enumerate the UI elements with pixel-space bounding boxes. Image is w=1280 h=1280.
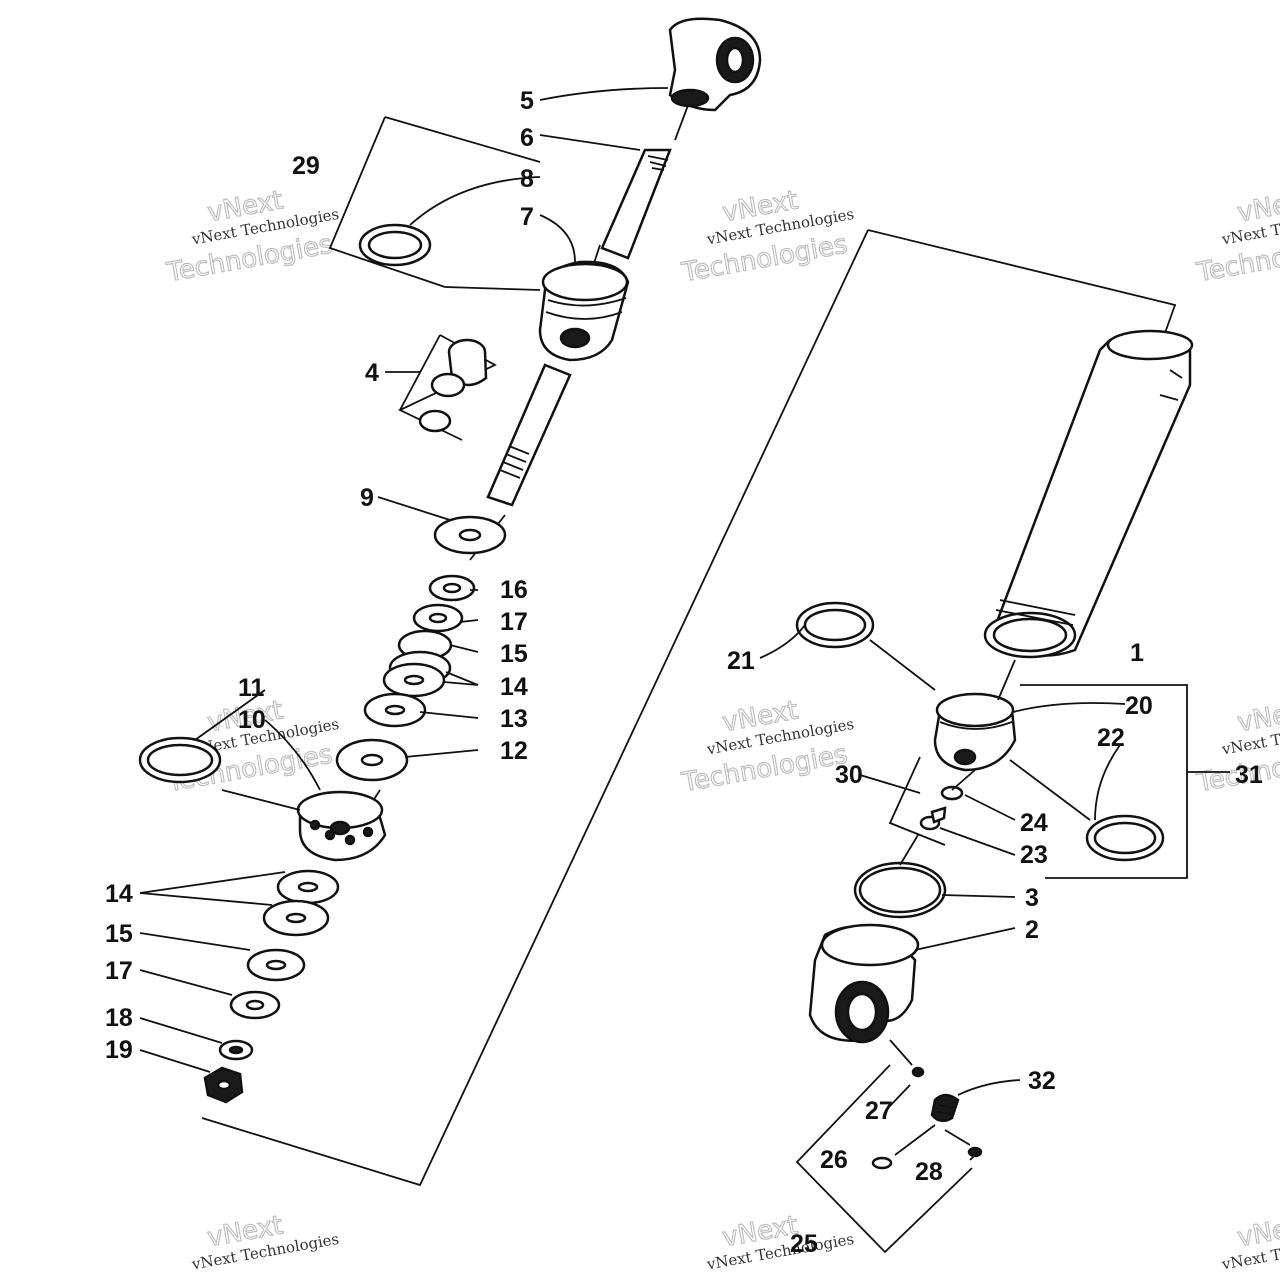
part-22-ring — [1085, 814, 1165, 862]
callout-7: 7 — [520, 203, 534, 231]
part-5-rod-eye — [668, 17, 762, 112]
callout-2: 2 — [1025, 916, 1039, 944]
callout-28: 28 — [915, 1158, 943, 1186]
callout-14-upper: 14 — [500, 673, 528, 701]
bracket-30 — [888, 756, 946, 846]
callout-11: 11 — [238, 674, 265, 702]
callout-9: 9 — [360, 484, 374, 512]
watermark-bottom-right: vNext vNext Technologies — [1220, 1210, 1280, 1274]
bracket-29 — [328, 116, 541, 288]
callout-16: 16 — [500, 576, 528, 604]
callout-32: 32 — [1028, 1067, 1056, 1095]
left-assembly: 5 6 29 8 7 4 9 16 17 15 14 13 12 11 10 1… — [105, 17, 1177, 1187]
part-10-piston — [296, 790, 387, 862]
callout-13: 13 — [500, 705, 528, 733]
callout-20: 20 — [1125, 692, 1153, 720]
callout-5: 5 — [520, 87, 534, 115]
piston-rod — [486, 363, 572, 507]
callout-23: 23 — [1020, 841, 1048, 869]
watermark-bottom-center: vNext vNext Technologies — [705, 1210, 856, 1274]
watermark-mid-right: vNext vNext Technologies Technologies — [1194, 695, 1280, 799]
callout-24: 24 — [1020, 809, 1048, 837]
part-24-washer — [940, 785, 964, 801]
callout-17-upper: 17 — [500, 608, 528, 636]
part-21-ring — [795, 601, 875, 649]
bracket-31 — [1020, 684, 1230, 879]
callout-29: 29 — [292, 152, 320, 180]
assembly-bracket-outline — [201, 229, 1177, 1187]
callout-15-lower: 15 — [105, 920, 133, 948]
callout-17-lower: 17 — [105, 957, 133, 985]
valve-disc-stack-lower — [203, 869, 340, 1104]
part-32-fitting — [930, 1093, 960, 1123]
part-26-clip — [871, 1156, 893, 1170]
callout-27: 27 — [865, 1097, 893, 1125]
callout-15-upper: 15 — [500, 640, 528, 668]
watermark-top-left: vNext vNext Technologies Technologies — [164, 185, 341, 289]
valve-disc-stack-upper — [335, 574, 476, 782]
callout-6: 6 — [520, 124, 534, 152]
part-2-bottom-mount — [808, 923, 920, 1044]
watermark-top-center: vNext vNext Technologies Technologies — [679, 185, 856, 289]
right-assembly: 1 21 20 22 31 30 24 23 3 2 32 27 26 28 2… — [727, 329, 1263, 1258]
callout-26: 26 — [820, 1146, 848, 1174]
watermark-top-right: vNext vNext Technologies Technologies — [1194, 185, 1280, 289]
watermark-mid-center: vNext vNext Technologies Technologies — [679, 695, 856, 799]
part-3-o-ring — [853, 861, 947, 919]
leader-lines-left — [139, 87, 669, 1073]
watermark-bottom-left: vNext vNext Technologies — [190, 1210, 341, 1274]
callout-25: 25 — [790, 1230, 818, 1258]
callout-21: 21 — [727, 647, 755, 675]
callout-4: 4 — [365, 359, 379, 387]
callout-31: 31 — [1235, 761, 1263, 789]
part-20-base-valve — [933, 692, 1017, 772]
part-9-washer — [433, 515, 507, 555]
part-6-rod — [600, 148, 672, 260]
bracket-25 — [795, 1064, 973, 1254]
part-4-bushings — [418, 338, 488, 433]
callout-14-lower: 14 — [105, 880, 133, 908]
callout-10: 10 — [238, 706, 266, 734]
leader-lines-right — [759, 624, 1126, 1161]
part-23-screw — [919, 806, 947, 831]
callout-12: 12 — [500, 737, 528, 765]
part-8-seal-ring — [358, 223, 432, 267]
part-11-ring — [138, 736, 222, 784]
callout-18: 18 — [105, 1004, 133, 1032]
callout-30: 30 — [835, 761, 863, 789]
callout-22: 22 — [1097, 724, 1125, 752]
callout-8: 8 — [520, 165, 534, 193]
part-1-cylinder — [983, 329, 1194, 659]
callout-19: 19 — [105, 1036, 133, 1064]
callout-3: 3 — [1025, 884, 1039, 912]
part-27-check-ball — [911, 1066, 925, 1078]
callout-1: 1 — [1130, 639, 1144, 667]
part-7-cap — [538, 260, 630, 362]
